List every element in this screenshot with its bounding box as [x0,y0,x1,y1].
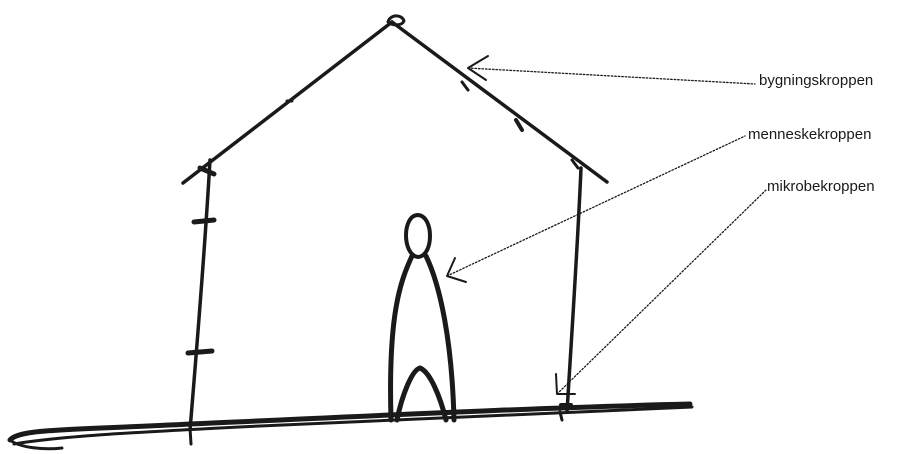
label-bygningskroppen: bygningskroppen [759,72,874,89]
label-mikrobekroppen: mikrobekroppen [767,178,875,195]
human-figure [388,213,457,423]
ground-line [7,401,694,451]
arrow-microbe [555,189,767,395]
house-left-wall [185,158,217,432]
arrow-human [446,135,746,283]
house-roof [181,14,609,185]
arrow-building [467,55,756,85]
label-menneskekroppen: menneskekroppen [748,126,872,143]
house-right-wall [559,166,583,414]
